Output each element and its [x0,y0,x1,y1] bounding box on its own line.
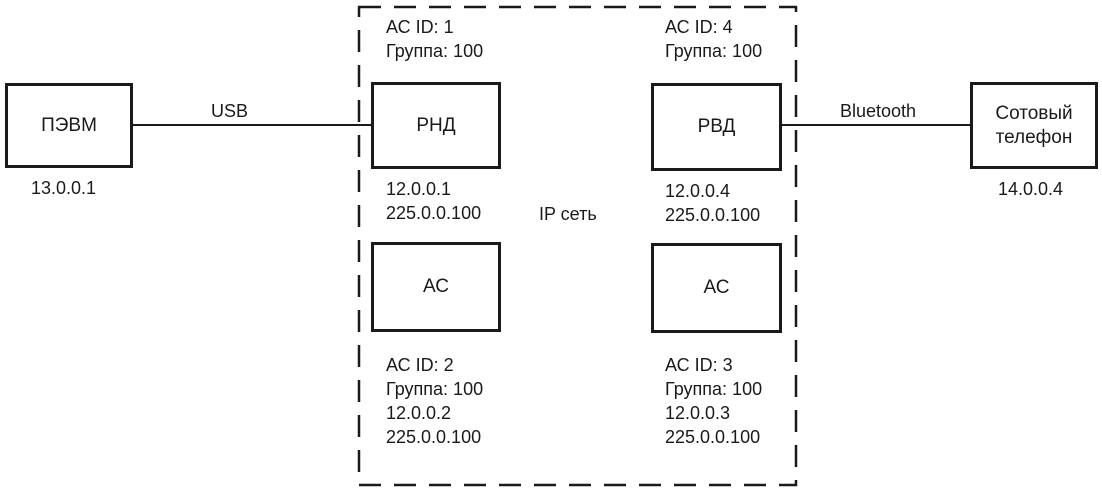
ip-network-label: IP сеть [539,204,597,224]
as-left-node: АС [371,242,501,332]
phone-node: Сотовый телефон [970,82,1098,169]
rvd-group: Группа: 100 [665,41,763,61]
pc-node: ПЭВМ [5,83,133,168]
phone-node-label: Сотовый телефон [995,102,1072,150]
ip-network-boundary [357,5,798,487]
as-left-as-id: АС ID: 2 [386,355,454,375]
rnd-group: Группа: 100 [386,41,484,61]
rvd-multicast: 225.0.0.100 [665,205,761,225]
phone-ip: 14.0.0.4 [998,179,1064,199]
phone-label-line1: Сотовый [995,102,1073,124]
phone-label-line2: телефон [995,126,1073,148]
rnd-info-top: АС ID: 1 Группа: 100 [386,15,483,63]
as-left-ip: 12.0.0.2 [386,403,452,423]
usb-link-label: USB [211,101,249,121]
as-right-node-label: АС [703,277,730,298]
rnd-info-bottom: 12.0.0.1 225.0.0.100 [386,177,481,225]
rvd-node-label: РВД [697,116,736,137]
as-left-multicast: 225.0.0.100 [386,427,482,447]
rvd-ip: 12.0.0.4 [665,181,731,201]
rvd-info-top: АС ID: 4 Группа: 100 [665,15,762,63]
rnd-node: РНД [371,82,501,169]
as-left-group: Группа: 100 [386,379,484,399]
as-left-node-label: АС [423,276,449,297]
rvd-as-id: АС ID: 4 [665,17,733,37]
as-right-ip: 12.0.0.3 [665,403,731,423]
rvd-info-bottom: 12.0.0.4 225.0.0.100 [665,179,760,227]
pc-ip: 13.0.0.1 [31,178,97,198]
rnd-node-label: РНД [416,114,456,136]
rvd-node: РВД [651,83,782,171]
rnd-as-id: АС ID: 1 [386,17,454,37]
bluetooth-link-label: Bluetooth [840,101,917,121]
as-right-group: Группа: 100 [665,379,763,399]
rnd-multicast: 225.0.0.100 [386,203,482,223]
as-right-multicast: 225.0.0.100 [665,427,761,447]
as-right-info: АС ID: 3 Группа: 100 12.0.0.3 225.0.0.10… [665,353,762,449]
as-right-node: АС [651,243,782,333]
as-left-info: АС ID: 2 Группа: 100 12.0.0.2 225.0.0.10… [386,353,483,449]
pc-node-label: ПЭВМ [41,114,97,136]
as-right-as-id: АС ID: 3 [665,355,733,375]
rnd-ip: 12.0.0.1 [386,179,452,199]
